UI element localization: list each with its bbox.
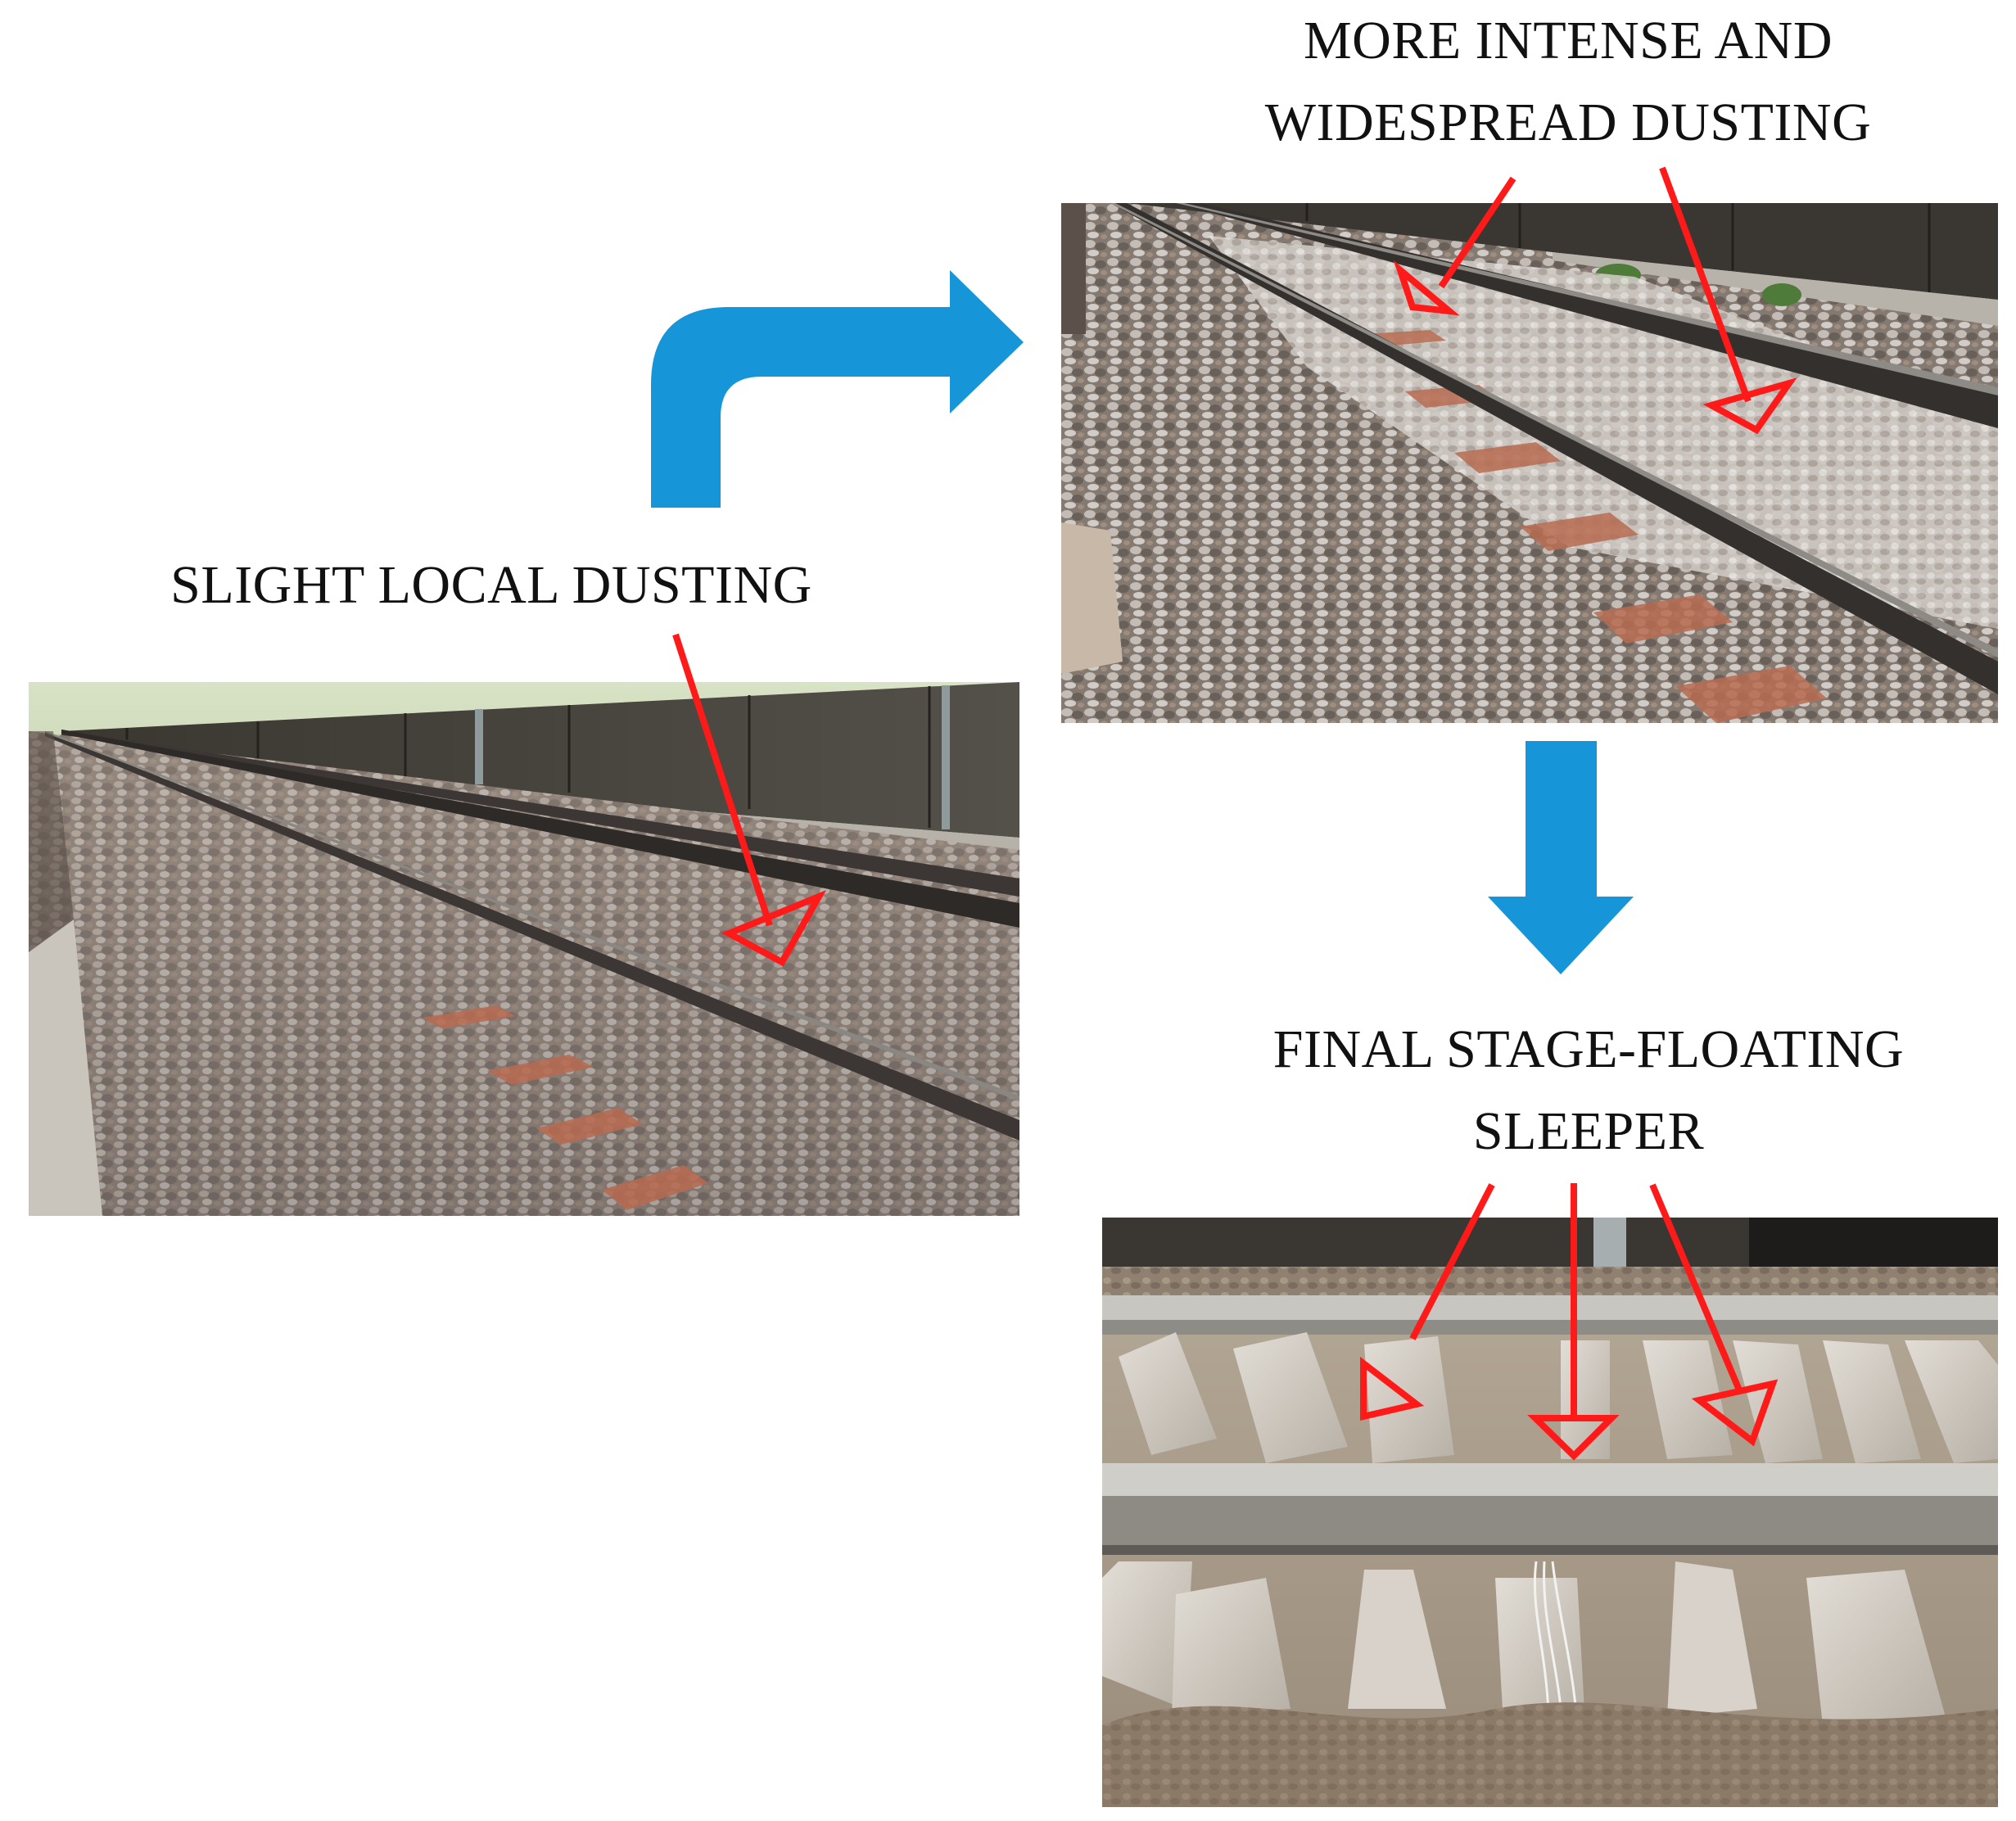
curved-right-arrow-icon	[651, 270, 1024, 508]
photo-floating-sleeper	[1102, 1218, 1998, 1807]
red-pointer-arrow-icon	[1393, 176, 1517, 316]
red-pointer-arrow-icon	[672, 633, 827, 967]
red-pointer-arrow-icon	[1527, 1183, 1620, 1461]
label-intense-line2: WIDESPREAD DUSTING	[1264, 93, 1872, 152]
track-photo-slight	[29, 682, 1019, 1216]
label-final-line1: FINAL STAGE-FLOATING	[1272, 1019, 1905, 1079]
label-intense-line1: MORE INTENSE AND	[1304, 11, 1833, 70]
label-more-intense-dusting: MORE INTENSE AND WIDESPREAD DUSTING	[1146, 0, 1990, 164]
label-slight-local-dusting: SLIGHT LOCAL DUSTING	[82, 544, 901, 626]
down-arrow-icon	[1488, 741, 1634, 974]
photo-intense-dusting	[1061, 203, 1998, 723]
red-pointer-arrow-icon	[1360, 1183, 1495, 1421]
track-photo-final	[1102, 1218, 1998, 1807]
red-pointer-arrow-icon	[1659, 166, 1797, 435]
label-final-stage-floating-sleeper: FINAL STAGE-FLOATING SLEEPER	[1179, 1009, 1998, 1173]
track-photo-intense	[1061, 203, 1998, 723]
photo-slight-dusting	[29, 682, 1019, 1216]
label-final-line2: SLEEPER	[1472, 1101, 1705, 1161]
label-slight-text: SLIGHT LOCAL DUSTING	[170, 555, 812, 615]
red-pointer-arrow-icon	[1649, 1183, 1779, 1447]
